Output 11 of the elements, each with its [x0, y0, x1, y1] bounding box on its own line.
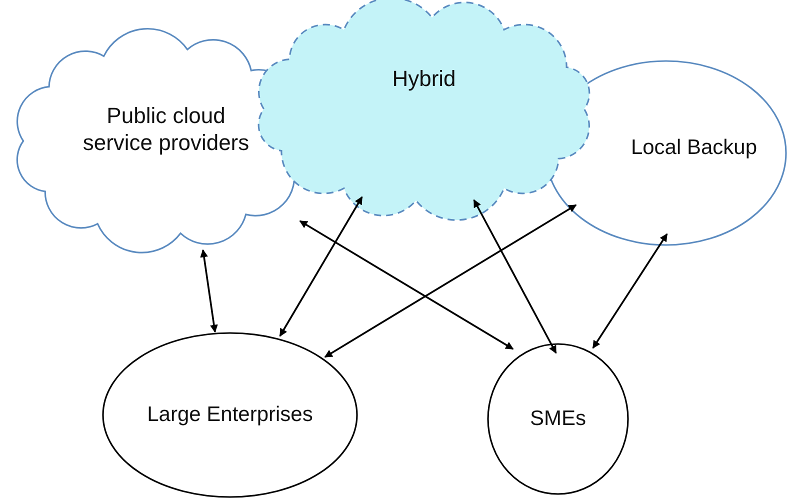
- node-label: SMEs: [530, 406, 586, 432]
- node-label: Public cloud service providers: [82, 102, 250, 156]
- node-label: Local Backup: [630, 134, 758, 161]
- double-arrow: [324, 204, 577, 358]
- node-label: Large Enterprises: [147, 402, 313, 428]
- node-label: Hybrid: [392, 65, 456, 93]
- double-arrow: [299, 220, 514, 350]
- double-arrow: [279, 196, 363, 337]
- double-arrow: [200, 249, 218, 333]
- double-arrow: [592, 233, 668, 349]
- double-arrow: [473, 199, 557, 354]
